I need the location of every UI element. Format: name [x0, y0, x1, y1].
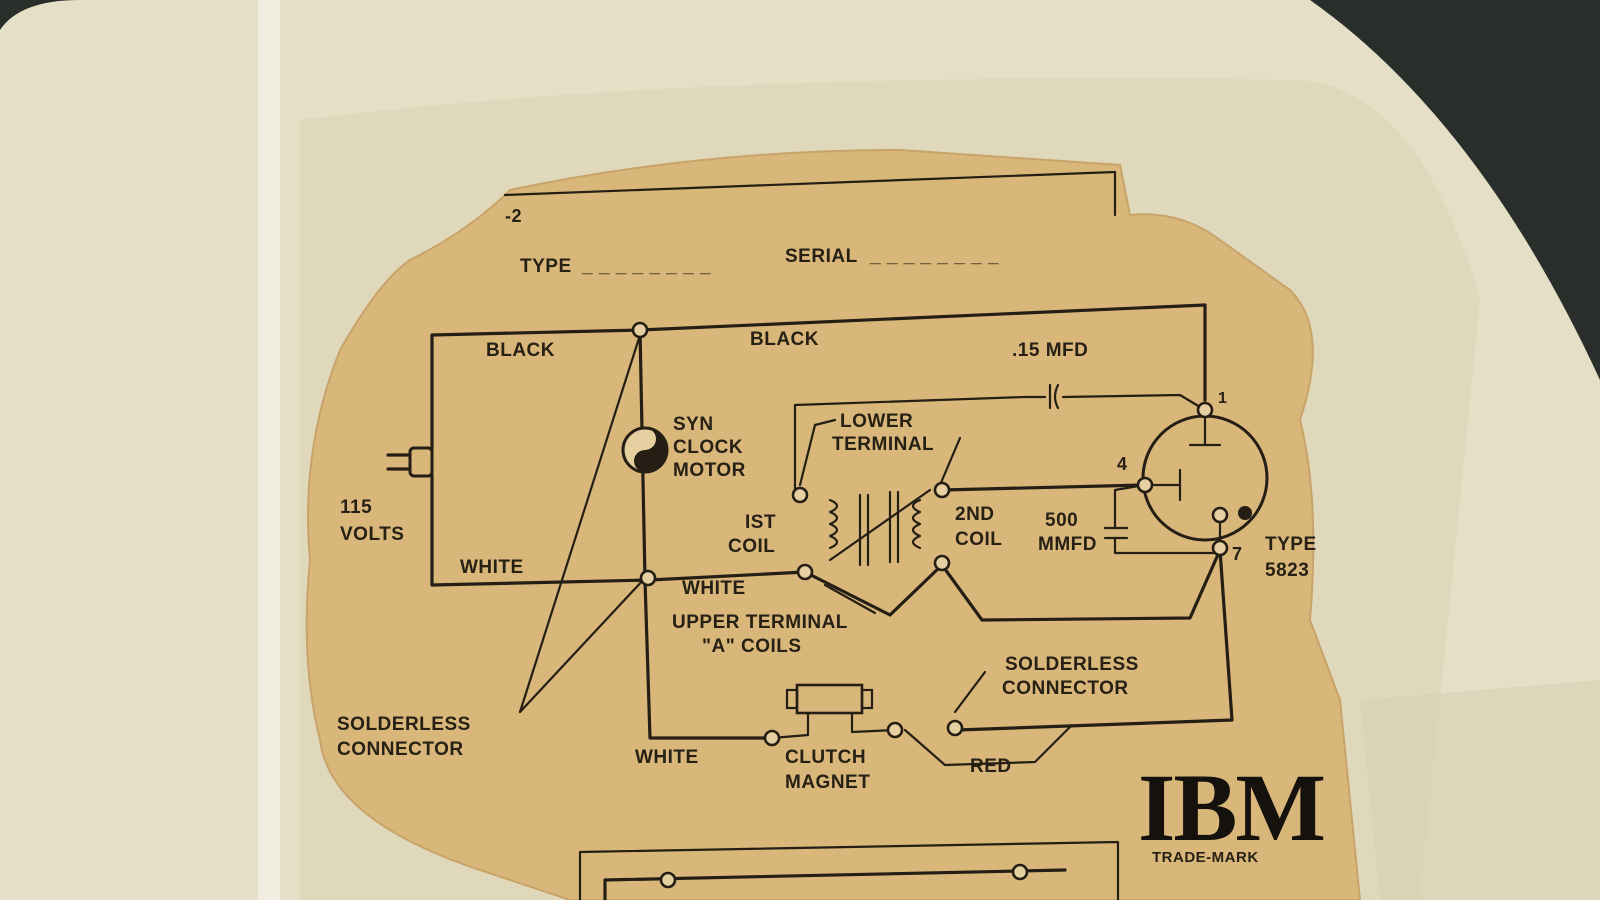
- label-white-bottom: WHITE: [635, 747, 699, 768]
- type-field-blank: _ _ _ _ _ _ _ _: [581, 256, 711, 277]
- label-motor-line2: CLOCK: [673, 437, 743, 458]
- label-lower-terminal-1: LOWER: [840, 411, 913, 432]
- label-pin-4: 4: [1117, 454, 1128, 474]
- label-upper-terminal: UPPER TERMINAL: [672, 612, 848, 633]
- label-cap500-2: MMFD: [1038, 534, 1097, 555]
- label-clutch-1: CLUTCH: [785, 747, 866, 768]
- label-pin-7: 7: [1232, 544, 1243, 564]
- label-solderless-right-2: CONNECTOR: [1002, 678, 1129, 699]
- label-black-left: BLACK: [486, 340, 555, 361]
- serial-field-label: SERIAL: [785, 246, 858, 267]
- label-motor-line3: MOTOR: [673, 460, 746, 481]
- label-solderless-right-1: SOLDERLESS: [1005, 654, 1139, 675]
- label-tube-type: TYPE: [1265, 534, 1317, 555]
- label-coil2-1: 2ND: [955, 504, 995, 525]
- label-a-coils: "A" COILS: [702, 636, 802, 657]
- clock-motor-symbol: [621, 426, 669, 474]
- part-number: -2: [505, 206, 522, 226]
- plate-shadow: [1360, 680, 1600, 900]
- label-tube-number: 5823: [1265, 560, 1309, 581]
- ibm-logo: IBM: [1138, 754, 1324, 861]
- label-pin-1: 1: [1218, 390, 1227, 407]
- label-solderless-left-2: CONNECTOR: [337, 739, 464, 760]
- serial-field-blank: _ _ _ _ _ _ _ _: [869, 246, 999, 267]
- label-black-right: BLACK: [750, 329, 819, 350]
- coil-assembly-symbol: [828, 488, 932, 567]
- label-white-left: WHITE: [460, 557, 524, 578]
- terminal-nodes: [631, 321, 1229, 747]
- label-solderless-left-1: SOLDERLESS: [337, 714, 471, 735]
- power-plug-icon: [386, 446, 434, 478]
- trademark-text: TRADE-MARK: [1152, 849, 1259, 866]
- plate-seam: [258, 0, 280, 900]
- label-white-mid: WHITE: [682, 578, 746, 599]
- type-field-label: TYPE: [520, 256, 572, 277]
- header-rule: [503, 170, 1117, 197]
- label-volts-2: VOLTS: [340, 524, 404, 545]
- label-volts-1: 115: [340, 497, 372, 518]
- label-red: RED: [970, 756, 1012, 777]
- leader-lines: [518, 333, 987, 714]
- label-lower-terminal-2: TERMINAL: [832, 434, 934, 455]
- label-coil1-1: IST: [745, 512, 776, 533]
- label-clutch-2: MAGNET: [785, 772, 870, 793]
- label-capacitor-15-mfd: .15 MFD: [1012, 340, 1088, 361]
- label-coil2-2: COIL: [955, 529, 1002, 550]
- label-coil1-2: COIL: [728, 536, 775, 557]
- second-diagram-fragment: [578, 840, 1120, 900]
- clutch-magnet-symbol: [770, 683, 1074, 767]
- label-motor-line1: SYN: [673, 414, 714, 435]
- label-cap500-1: 500: [1045, 510, 1078, 531]
